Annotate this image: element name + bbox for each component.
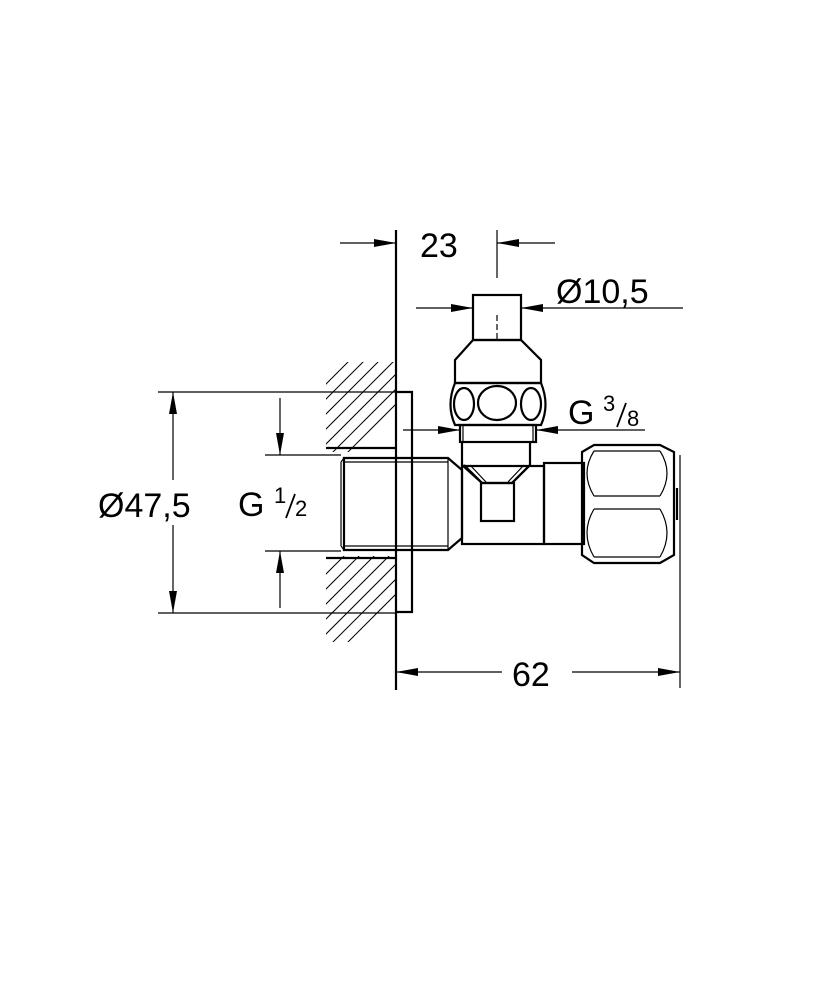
dim-outlet-diameter-label: Ø10,5	[556, 273, 649, 311]
inlet-thread-prefix: G	[238, 486, 264, 524]
dimension-rosette-diameter: Ø47,5	[98, 391, 396, 614]
dimension-outlet-diameter: Ø10,5	[416, 273, 683, 312]
dimension-62: 62	[396, 455, 681, 694]
dim-23-label: 23	[420, 227, 458, 265]
dimension-inlet-thread: G 1 2	[238, 398, 341, 608]
outlet-thread-denominator: 8	[627, 406, 639, 431]
wall-hatching-top	[326, 362, 396, 452]
inlet-thread-denominator: 2	[295, 496, 307, 521]
dim-62-label: 62	[512, 656, 550, 694]
wall-hatching-bottom	[326, 556, 396, 642]
side-nut	[580, 443, 679, 565]
outlet-fitting	[449, 293, 547, 485]
dimension-23: 23	[340, 227, 555, 278]
inlet-thread-pipe	[340, 456, 464, 552]
rosette-plate	[396, 390, 414, 614]
dim-rosette-diameter-label: Ø47,5	[98, 487, 191, 525]
inlet-thread-numerator: 1	[274, 483, 286, 508]
dimension-outlet-thread: G 3 8	[403, 391, 645, 434]
outlet-thread-prefix: G	[568, 394, 594, 432]
outlet-thread-numerator: 3	[603, 391, 615, 416]
valve-body	[460, 461, 586, 546]
